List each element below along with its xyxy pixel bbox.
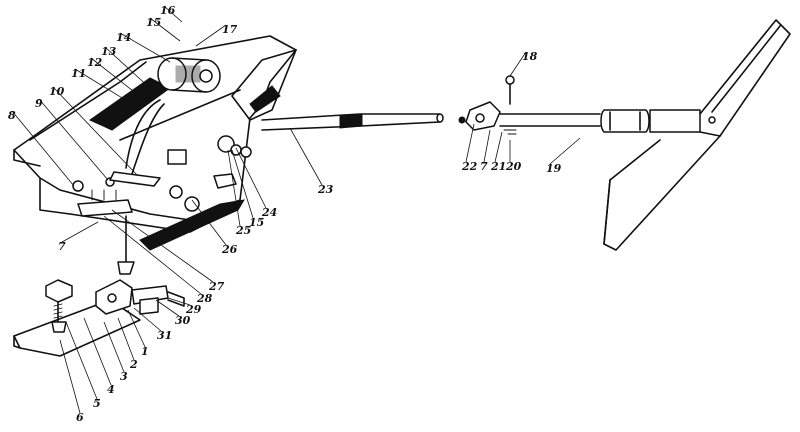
callout-leader-14 bbox=[119, 32, 171, 63]
callout-leader-5 bbox=[65, 321, 98, 400]
callout-label-17: 17 bbox=[222, 23, 238, 36]
callout-label-9: 9 bbox=[35, 97, 43, 110]
motor-assembly bbox=[125, 57, 221, 181]
callout-leader-11 bbox=[74, 68, 133, 105]
callout-label-5: 5 bbox=[93, 397, 101, 410]
callout-leader-24 bbox=[235, 147, 267, 209]
callout-leader-13 bbox=[104, 46, 153, 91]
callout-label-6: 6 bbox=[76, 411, 84, 424]
lever-assembly bbox=[458, 75, 517, 135]
connecting-rod bbox=[117, 215, 135, 275]
callout-leader-7 bbox=[61, 221, 99, 243]
callout-leader-7 bbox=[483, 129, 491, 163]
callout-leader-29 bbox=[167, 297, 191, 306]
callout-label-16: 16 bbox=[160, 4, 176, 17]
callout-label-8: 8 bbox=[8, 109, 16, 122]
callout-label-22: 22 bbox=[461, 160, 478, 173]
lower-bracket bbox=[13, 279, 141, 357]
callout-leader-10 bbox=[52, 86, 139, 177]
callout-label-15: 15 bbox=[146, 16, 161, 29]
callout-label-23: 23 bbox=[317, 183, 334, 196]
plate-fasteners bbox=[72, 135, 252, 217]
clamp-bracket bbox=[95, 279, 185, 315]
callout-label-11: 11 bbox=[71, 67, 86, 80]
callout-leader-23 bbox=[289, 127, 323, 186]
callout-label-25: 25 bbox=[235, 224, 251, 237]
callout-leader-27 bbox=[111, 209, 214, 283]
callout-leader-4 bbox=[83, 317, 112, 386]
callout-label-19: 19 bbox=[546, 162, 562, 175]
callout-leader-2 bbox=[117, 317, 135, 361]
callout-label-13: 13 bbox=[101, 45, 117, 58]
callout-label-26: 26 bbox=[221, 243, 238, 256]
wiper-blade bbox=[603, 19, 791, 251]
callout-label-27: 27 bbox=[208, 280, 225, 293]
callout-label-1: 1 bbox=[141, 345, 149, 358]
callout-label-2: 2 bbox=[129, 358, 138, 371]
base-housing bbox=[13, 35, 297, 251]
callout-leader-30 bbox=[155, 299, 180, 317]
callout-leader-28 bbox=[103, 215, 202, 295]
callout-leader-31 bbox=[133, 307, 162, 332]
callout-leader-25 bbox=[227, 149, 241, 227]
long-shaft bbox=[261, 113, 444, 131]
callout-label-21: 21 bbox=[490, 160, 506, 173]
callout-label-10: 10 bbox=[49, 85, 65, 98]
callout-label-28: 28 bbox=[196, 292, 213, 305]
callout-label-30: 30 bbox=[175, 314, 191, 327]
callout-label-14: 14 bbox=[116, 31, 131, 44]
callout-leader-19 bbox=[549, 137, 581, 165]
callout-leader-12 bbox=[90, 57, 143, 99]
callout-label-15: 15 bbox=[249, 216, 264, 229]
callout-layer: 1234567891011121314151617181920217222324… bbox=[8, 4, 581, 424]
callout-leader-1 bbox=[127, 309, 146, 348]
callout-leader-9 bbox=[38, 98, 109, 181]
callout-leader-15 bbox=[231, 149, 254, 219]
callout-label-31: 31 bbox=[157, 329, 172, 342]
callout-leader-17 bbox=[195, 24, 227, 47]
callout-leader-6 bbox=[59, 339, 81, 414]
callout-label-12: 12 bbox=[87, 56, 103, 69]
callout-label-3: 3 bbox=[120, 370, 128, 383]
callout-leader-22 bbox=[465, 123, 475, 163]
callout-leader-18 bbox=[509, 51, 527, 77]
callout-leader-21 bbox=[494, 131, 503, 163]
callout-leader-8 bbox=[11, 110, 75, 187]
callout-label-7: 7 bbox=[480, 160, 488, 173]
callout-label-4: 4 bbox=[107, 383, 115, 396]
callout-label-29: 29 bbox=[185, 303, 202, 316]
callout-leader-16 bbox=[163, 5, 183, 23]
callout-label-20: 20 bbox=[505, 160, 522, 173]
wiper-shaft bbox=[499, 109, 701, 133]
callout-label-18: 18 bbox=[522, 50, 538, 63]
callout-leader-3 bbox=[103, 321, 125, 373]
callout-leader-15 bbox=[149, 17, 181, 42]
callout-label-24: 24 bbox=[261, 206, 277, 219]
callout-leader-26 bbox=[191, 199, 227, 246]
callout-label-7: 7 bbox=[58, 240, 66, 253]
